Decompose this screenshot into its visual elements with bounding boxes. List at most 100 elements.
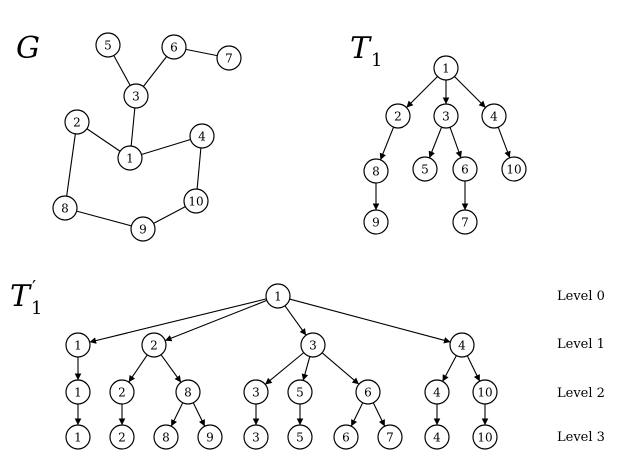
- tree-t1-prime-edge-l0n0-l1n0: [89, 298, 267, 344]
- tree-t1-title-subscript: 1: [371, 50, 382, 71]
- tree-t1-node-4: 4: [481, 103, 507, 129]
- tree-t1-node-3-circle: [433, 103, 459, 129]
- graph-g-node-9-label: 9: [139, 223, 147, 237]
- graph-g-node-5-circle: [95, 32, 121, 58]
- graph-g-node-1: 1: [117, 145, 143, 171]
- tree-t1-node-7-circle: [452, 209, 478, 235]
- tree-t1-prime-node-l1-2: 3: [300, 332, 326, 358]
- tree-t1-prime-node-l0-0: 1: [265, 283, 291, 309]
- graph-g-node-8: 8: [52, 195, 78, 221]
- tree-t1-prime-node-l2-2-label: 8: [184, 386, 192, 400]
- tree-t1-prime-edge-l2n5-l3n6: [350, 402, 364, 427]
- tree-t1-node-7: 7: [452, 209, 478, 235]
- graph-g-edge-6-3: [142, 56, 168, 87]
- graph-g-edge-5-3: [113, 55, 131, 86]
- tree-t1-prime-node-l1-3: 4: [449, 332, 475, 358]
- graph-g-edge-9-10: [153, 206, 186, 224]
- tree-t1-prime-node-l3-2-label: 8: [162, 431, 170, 445]
- tree-t1-prime-node-l3-4-circle: [243, 424, 269, 450]
- tree-t1-prime-node-l3-0: 1: [65, 424, 91, 450]
- tree-t1-prime-node-l2-7-circle: [472, 379, 498, 405]
- graph-g-title: G: [16, 31, 40, 66]
- tree-t1-prime-node-l3-5: 5: [287, 424, 313, 450]
- tree-t1-node-4-label: 4: [490, 110, 498, 124]
- tree-t1-prime-node-l2-0-label: 1: [74, 386, 82, 400]
- graph-g-node-4-label: 4: [198, 130, 206, 144]
- tree-t1-node-1-circle: [433, 55, 459, 81]
- graph-g-node-6-label: 6: [170, 41, 178, 55]
- tree-t1-prime-node-l2-6: 4: [424, 379, 450, 405]
- tree-t1-edge-4-10: [497, 127, 511, 158]
- graph-g-node-3: 3: [123, 83, 149, 109]
- tree-t1-edge-2-8: [379, 126, 395, 161]
- graph-g-edge-4-10: [196, 147, 202, 190]
- tree-t1-edge-3-6: [449, 127, 462, 158]
- graph-g-node-5-label: 5: [104, 39, 112, 53]
- tree-t1-prime-node-l3-4-label: 3: [252, 431, 260, 445]
- graph-g-node-1-circle: [117, 145, 143, 171]
- tree-t1-node-7-label: 7: [461, 216, 469, 230]
- tree-t1-prime-node-l3-1-label: 2: [118, 431, 126, 445]
- tree-t1-prime-node-l3-4: 3: [243, 424, 269, 450]
- tree-t1-node-2-circle: [385, 103, 411, 129]
- tree-t1-node-10-circle: [501, 156, 527, 182]
- tree-t1-prime-node-l1-3-label: 4: [458, 339, 466, 353]
- tree-t1-node-8-label: 8: [372, 165, 380, 179]
- tree-t1-prime-node-l0-0-label: 1: [274, 290, 282, 304]
- tree-t1-node-6: 6: [452, 156, 478, 182]
- tree-t1-prime-title-prime: ′: [32, 277, 36, 298]
- tree-t1-prime-node-l2-4-circle: [287, 379, 313, 405]
- graph-g-node-2-circle: [64, 109, 90, 135]
- tree-t1-prime-node-l1-0-label: 1: [74, 339, 82, 353]
- tree-t1-node-5-circle: [412, 156, 438, 182]
- graph-g-edge-3-1: [130, 107, 136, 147]
- tree-t1-prime-node-l3-8-circle: [424, 424, 450, 450]
- graph-g-node-6-circle: [161, 34, 187, 60]
- tree-t1-node-3-label: 3: [442, 110, 450, 124]
- tree-t1-prime-node-l3-9-circle: [472, 424, 498, 450]
- tree-t1-prime-edge-l1n1-l2n2: [160, 354, 182, 383]
- tree-t1-prime-edge-l1n3-l2n7: [466, 355, 480, 382]
- tree-t1-prime-node-l1-0-circle: [65, 332, 91, 358]
- graph-g-edge-8-9: [76, 210, 132, 227]
- graph-g-node-10-label: 10: [188, 195, 203, 209]
- tree-t1-prime-node-l3-2-circle: [153, 424, 179, 450]
- tree-t1-prime-node-l2-3-label: 3: [252, 386, 260, 400]
- level-label-3: Level 3: [557, 430, 605, 445]
- graph-g-node-3-label: 3: [132, 90, 140, 104]
- tree-t1-prime-node-l2-3: 3: [243, 379, 269, 405]
- tree-t1-prime-node-l3-1: 2: [109, 424, 135, 450]
- tree-t1-prime-node-l2-5: 6: [355, 379, 381, 405]
- tree-t1-prime-node-l2-1-label: 2: [118, 386, 126, 400]
- graph-g-node-1-label: 1: [126, 152, 134, 166]
- edges-layer: [66, 48, 511, 427]
- tree-t1-prime-node-l2-1-circle: [109, 379, 135, 405]
- tree-t1-prime-node-l0-0-circle: [265, 283, 291, 309]
- graph-g-edge-2-1: [86, 128, 121, 152]
- tree-t1-prime-node-l3-7-label: 7: [386, 431, 394, 445]
- graph-g-node-4-circle: [189, 123, 215, 149]
- tree-t1-prime-node-l1-1: 2: [141, 332, 167, 358]
- tree-t1-title: T 1: [350, 31, 382, 71]
- tree-t1-prime-edge-l1n2-l2n4: [301, 356, 311, 381]
- level-label-0: Level 0: [557, 289, 605, 304]
- tree-t1-prime-edge-l0n0-l1n3: [289, 298, 451, 344]
- tree-t1-prime-node-l1-1-label: 2: [150, 339, 158, 353]
- tree-t1-prime-node-l3-1-circle: [109, 424, 135, 450]
- graph-g-node-10: 10: [183, 188, 209, 214]
- tree-t1-prime-edge-l0n0-l1n2: [284, 305, 307, 336]
- tree-t1-prime-node-l3-7-circle: [377, 424, 403, 450]
- tree-t1-prime-edge-l2n5-l3n7: [372, 402, 386, 427]
- tree-t1-node-8-circle: [363, 158, 389, 184]
- tree-t1-prime-node-l1-2-circle: [300, 332, 326, 358]
- tree-t1-prime-edge-l0n0-l1n1: [165, 299, 268, 342]
- tree-t1-prime-node-l2-0: 1: [65, 379, 91, 405]
- graph-g-node-3-circle: [123, 83, 149, 109]
- tree-t1-edge-1-2: [406, 76, 438, 108]
- tree-t1-prime-node-l3-3-circle: [197, 424, 223, 450]
- tree-t1-prime-node-l3-8: 4: [424, 424, 450, 450]
- tree-t1-prime-node-l3-5-circle: [287, 424, 313, 450]
- graph-g-edge-1-4: [141, 138, 191, 156]
